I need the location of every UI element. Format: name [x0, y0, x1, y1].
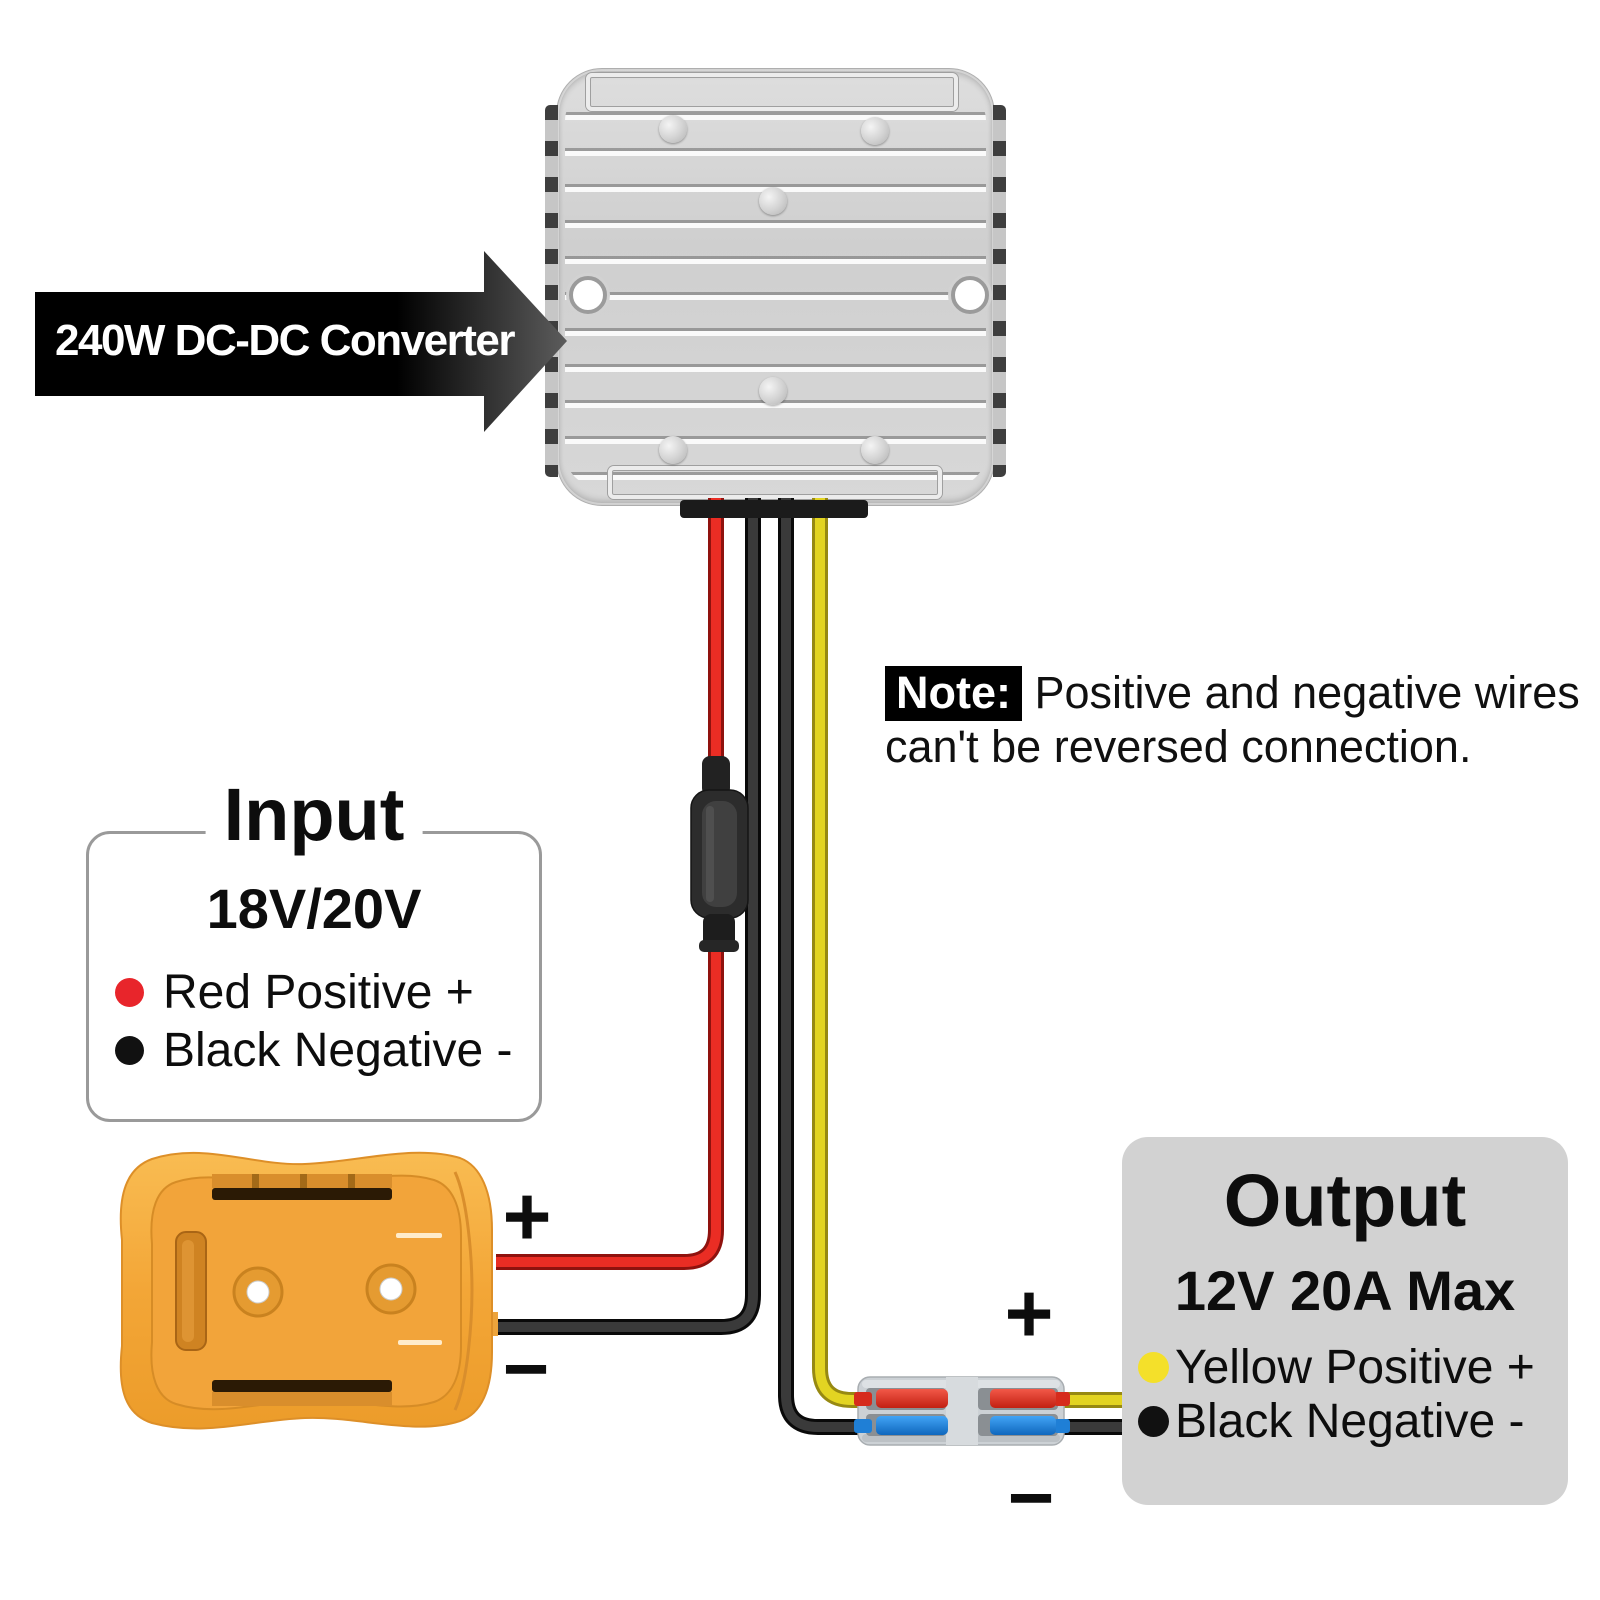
input-legend-black-label: Black Negative - [163, 1023, 513, 1077]
fuse-holder [690, 756, 749, 952]
black-dot-icon [1138, 1405, 1169, 1437]
note-line-1: Note: Positive and negative wires [885, 666, 1580, 721]
output-legend-black: Black Negative - [1138, 1394, 1525, 1448]
input-legend-red: Red Positive + [115, 965, 474, 1019]
output-minus-marker: − [1007, 1453, 1055, 1542]
blue-lever-tab [1054, 1419, 1070, 1433]
battery-adapter [119, 1151, 498, 1430]
note-line-2: can't be reversed connection. [885, 721, 1472, 772]
heatsink-side-fins-left [545, 105, 558, 477]
input-voltage: 18V/20V [206, 877, 422, 940]
red-lever-tab [854, 1392, 872, 1406]
screw [861, 117, 889, 145]
note-text-1: Positive and negative wires [1034, 667, 1580, 718]
input-positive-red-wire [496, 498, 724, 1270]
mounting-hole [951, 276, 989, 314]
input-panel: Input 18V/20V Red Positive + Black Negat… [86, 778, 542, 1122]
screw [659, 436, 687, 464]
output-legend-yellow-label: Yellow Positive + [1175, 1340, 1535, 1394]
mounting-hole [569, 276, 607, 314]
callout-arrow [35, 251, 567, 432]
input-panel-title: Input [205, 778, 423, 852]
input-legend-red-label: Red Positive + [163, 965, 474, 1019]
red-lever [990, 1389, 1056, 1408]
note-chip: Note: [885, 666, 1022, 721]
blue-lever [876, 1416, 948, 1435]
dc-dc-converter [545, 68, 1006, 506]
blue-lever [990, 1416, 1056, 1435]
output-legend-black-label: Black Negative - [1175, 1394, 1525, 1448]
output-rating: 12V 20A Max [1174, 1259, 1516, 1322]
cable-gland [680, 500, 868, 518]
converter-callout-label: 240W DC-DC Converter [55, 316, 515, 365]
output-plus-marker: + [1004, 1266, 1054, 1360]
red-lever-tab [1054, 1392, 1070, 1406]
screw [659, 115, 687, 143]
black-dot-icon [115, 1035, 144, 1065]
heatsink-side-fins-right [993, 105, 1006, 477]
blue-lever-tab [854, 1419, 872, 1433]
output-panel: Output 12V 20A Max Yellow Positive + Bla… [1122, 1137, 1568, 1505]
input-legend-black: Black Negative - [115, 1023, 513, 1077]
heatsink-top-frame [586, 73, 958, 111]
input-plus-marker: + [502, 1169, 552, 1263]
red-lever [876, 1389, 948, 1408]
heatsink-ridges [565, 87, 986, 487]
screw [861, 436, 889, 464]
adapter-rail-bottom [212, 1380, 392, 1392]
input-negative-black-wire [496, 498, 761, 1335]
note-block: Note: Positive and negative wires can't … [885, 666, 1580, 774]
output-legend-yellow: Yellow Positive + [1138, 1340, 1535, 1394]
screw [759, 187, 787, 215]
output-positive-yellow-wire [812, 498, 1126, 1408]
red-dot-icon [115, 977, 144, 1007]
screw [759, 377, 787, 405]
output-negative-black-wire [778, 498, 1126, 1435]
heatsink-bottom-frame [608, 466, 942, 499]
input-minus-marker: − [502, 1324, 550, 1413]
output-panel-title: Output [1223, 1159, 1467, 1242]
lever-wire-connector [854, 1376, 1070, 1446]
yellow-dot-icon [1138, 1351, 1169, 1383]
